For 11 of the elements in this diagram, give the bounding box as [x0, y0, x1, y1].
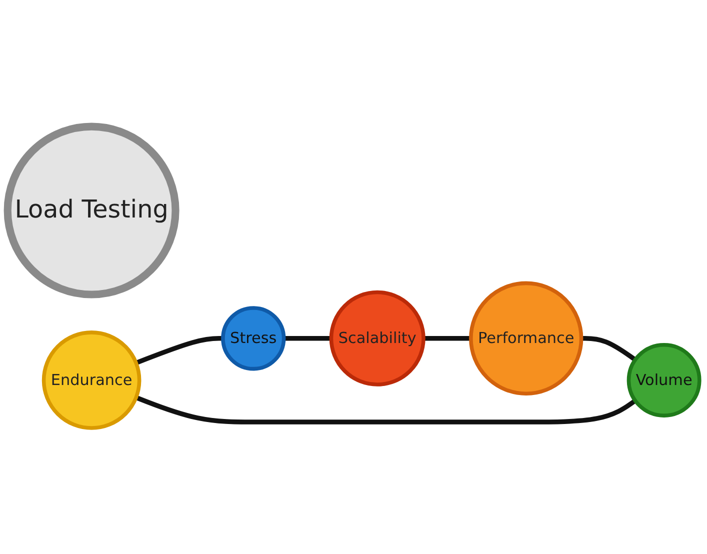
connector: [581, 336, 637, 362]
node-circle: Stress: [221, 306, 286, 370]
connector: [423, 336, 471, 340]
node-circle: Performance: [469, 281, 584, 396]
connector: [135, 395, 637, 424]
node-circle: Scalability: [329, 290, 426, 386]
connector: [135, 336, 223, 365]
connector: [284, 336, 332, 340]
node-circle: Load Testing: [4, 122, 180, 298]
node-circle: Volume: [626, 342, 702, 418]
node-circle: Endurance: [42, 330, 142, 430]
